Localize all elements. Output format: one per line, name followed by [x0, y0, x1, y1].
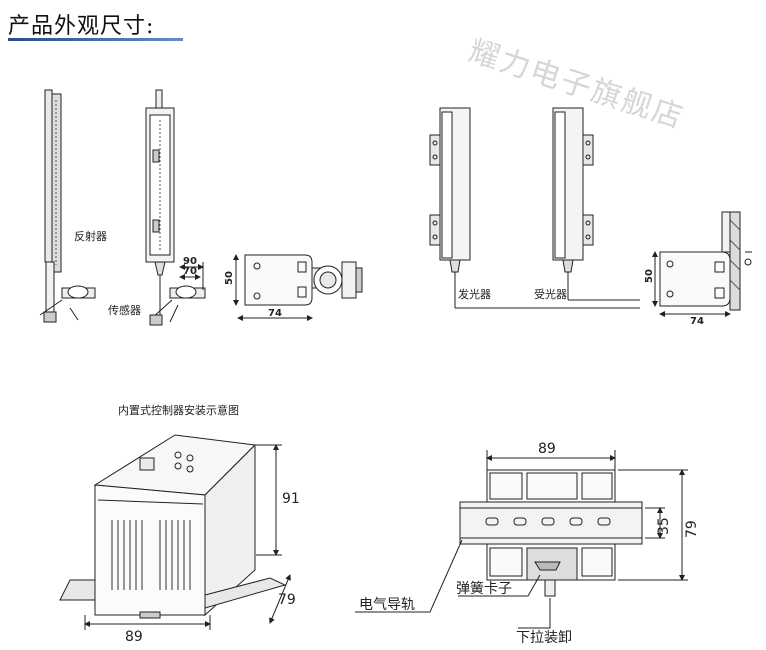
dim-90: 90: [183, 256, 197, 267]
controller-dim-89: 89: [125, 629, 143, 645]
dim-74-right: 74: [690, 316, 704, 327]
emitter-drawing: [429, 107, 640, 309]
label-din-rail: 电气导轨: [359, 597, 415, 613]
label-emitter: 发光器: [458, 287, 491, 301]
dim-70: 70: [183, 266, 197, 277]
bracket-plate-right: [652, 211, 752, 317]
receiver-drawing: [552, 107, 640, 301]
label-receiver: 受光器: [534, 287, 567, 301]
controller-dim-79: 79: [278, 592, 296, 608]
din-dim-79: 79: [684, 520, 700, 538]
dim-50-right: 50: [644, 269, 655, 283]
bracket-plate-left: [233, 254, 363, 321]
page-title: 产品外观尺寸:: [8, 14, 155, 39]
controller-dim-91: 91: [282, 491, 300, 507]
din-dim-35: 35: [656, 517, 672, 535]
reflector-drawing: [39, 89, 96, 323]
dim-50-left: 50: [224, 271, 235, 285]
title-underline: [8, 38, 183, 41]
sensor-drawing: [145, 89, 206, 326]
controller-caption: 内置式控制器安装示意图: [118, 403, 239, 417]
label-sensor: 传感器: [108, 304, 141, 317]
label-reflector: 反射器: [74, 229, 107, 243]
controller-box-drawing: [59, 434, 291, 630]
din-dim-89: 89: [538, 441, 556, 457]
label-pull-release: 下拉装卸: [516, 630, 572, 646]
din-rail-drawing: [355, 450, 688, 629]
dim-90-70: [179, 262, 204, 290]
label-spring-clip: 弹簧卡子: [456, 581, 512, 597]
dim-74-left: 74: [268, 308, 282, 319]
